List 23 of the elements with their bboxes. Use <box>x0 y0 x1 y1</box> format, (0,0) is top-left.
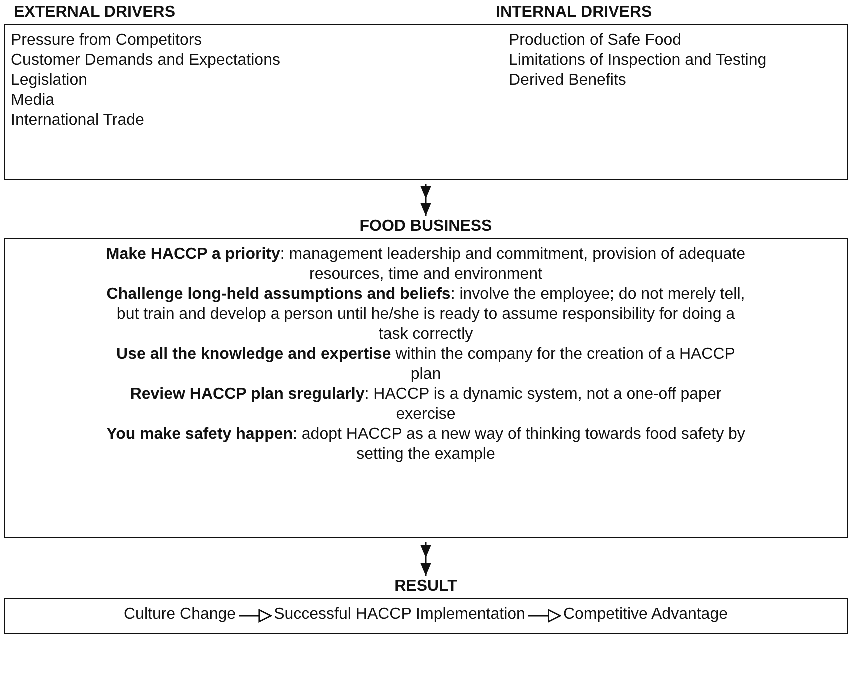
double-arrow <box>420 542 432 576</box>
hollow-arrow <box>528 609 562 623</box>
paragraph: Use all the knowledge and expertise within the company for the creation of a HACCP plan <box>116 345 736 385</box>
paragraph: Review HACCP plan sregularly: HACCP is a dynamic system, not a one-off paper exercise <box>129 385 723 425</box>
paragraph: Make HACCP a priority: management leadership and commitment, provision of adequate resources, time and environment <box>105 245 747 285</box>
section-heading: FOOD BUSINESS <box>358 218 494 236</box>
paragraph: You make safety happen: adopt HACCP as a new way of thinking towards food safety by setting the example <box>106 425 746 465</box>
list-item: Derived Benefits <box>509 71 626 91</box>
list-item: Legislation <box>11 71 88 91</box>
result-step: Successful HACCP Implementation <box>274 605 526 625</box>
column-heading: EXTERNAL DRIVERS <box>14 4 176 22</box>
list-item: International Trade <box>11 111 144 131</box>
result-step: Competitive Advantage <box>563 605 728 625</box>
list-item: Media <box>11 91 55 111</box>
result-step: Culture Change <box>124 605 236 625</box>
section-heading: RESULT <box>394 578 458 596</box>
hollow-arrow <box>239 609 272 623</box>
list-item: Pressure from Competitors <box>11 31 202 51</box>
list-item: Customer Demands and Expectations <box>11 51 280 71</box>
double-arrow <box>420 184 432 216</box>
list-item: Production of Safe Food <box>509 31 682 51</box>
list-item: Limitations of Inspection and Testing <box>509 51 767 71</box>
column-heading: INTERNAL DRIVERS <box>496 4 652 22</box>
